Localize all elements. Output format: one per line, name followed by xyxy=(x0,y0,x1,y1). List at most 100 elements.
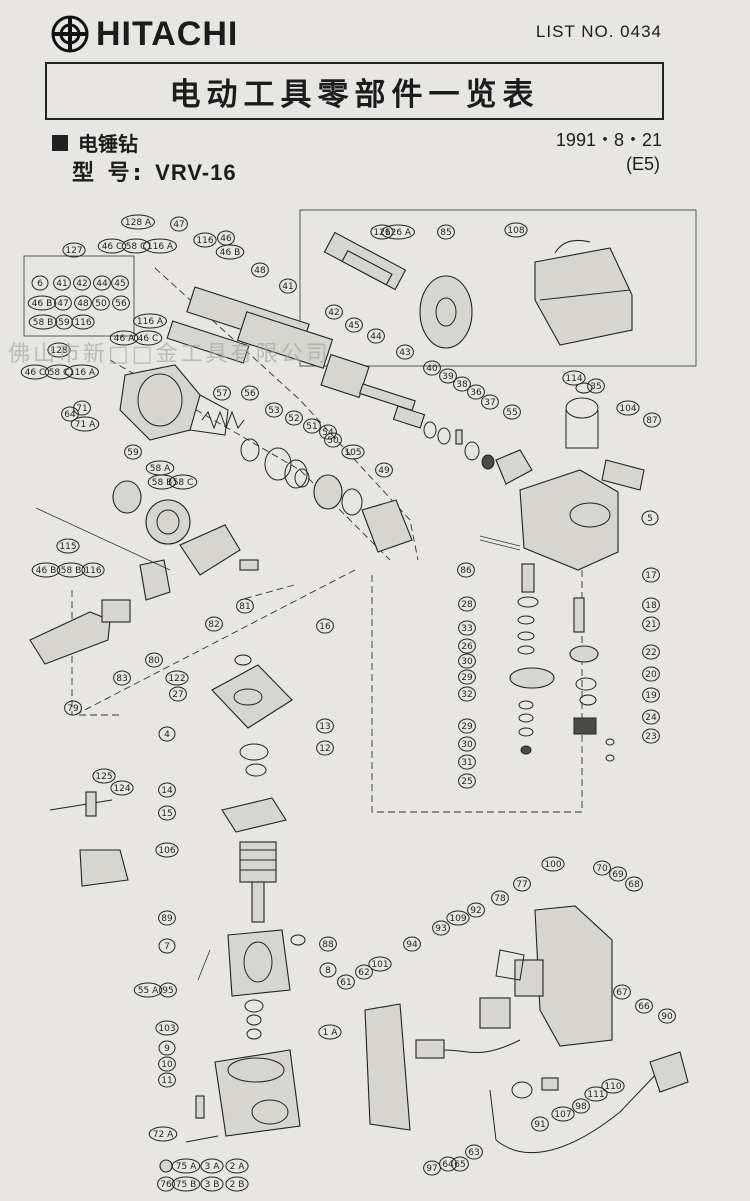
switch-wiring xyxy=(415,997,689,1154)
part-number-label: 63 xyxy=(468,1148,479,1158)
part-callout-circle xyxy=(169,686,187,702)
part-number-label: 2 A xyxy=(230,1162,246,1172)
part-number-label: 37 xyxy=(484,398,495,408)
part-callout-circle xyxy=(143,238,177,254)
part-callout-circle xyxy=(458,773,476,789)
part-number-label: 75 A xyxy=(176,1162,197,1172)
part-number-label: 33 xyxy=(461,624,472,634)
part-callout-circle xyxy=(642,687,660,703)
part-callout-circle xyxy=(27,295,57,311)
part-number-label: 87 xyxy=(646,416,657,426)
part-callout-circle xyxy=(593,860,611,876)
part-number-label: 26 xyxy=(461,642,473,652)
part-number-label: 93 xyxy=(435,924,446,934)
part-callout-circle xyxy=(345,317,363,333)
part-callout-circle xyxy=(467,902,485,918)
grinding-wheel xyxy=(419,275,473,349)
part-number-label: 94 xyxy=(406,940,418,950)
part-number-label: 1 A xyxy=(323,1028,339,1038)
handle-cover xyxy=(364,1003,411,1131)
part-number-label: 85 xyxy=(440,228,451,238)
part-callout-circle xyxy=(251,262,269,278)
part-number-label: 25 xyxy=(461,777,472,787)
part-number-label: 48 xyxy=(254,266,266,276)
accessory-box xyxy=(299,209,697,367)
part-number-label: 58 B xyxy=(33,318,54,328)
part-number-label: 109 xyxy=(449,914,466,924)
part-callout-circle xyxy=(642,597,660,613)
part-number-label: 19 xyxy=(645,691,657,701)
part-number-label: 47 xyxy=(57,299,68,309)
part-callout-circle xyxy=(642,728,660,744)
part-number-label: 58 B xyxy=(61,566,82,576)
part-callout-circle xyxy=(111,275,129,291)
part-number-label: 103 xyxy=(158,1024,175,1034)
part-number-label: 53 xyxy=(268,406,279,416)
part-number-label: 54 xyxy=(322,428,334,438)
part-callout-circle xyxy=(316,618,334,634)
part-number-label: 59 xyxy=(127,448,139,458)
part-number-label: 14 xyxy=(161,786,173,796)
part-number-label: 61 xyxy=(340,978,351,988)
part-callout-circle xyxy=(467,384,485,400)
part-callout-circle xyxy=(62,242,86,258)
part-number-label: 46 C xyxy=(102,242,123,252)
part-callout-circle xyxy=(158,782,176,798)
category-line: 电锤钻 xyxy=(52,128,138,157)
drill-bit-shank xyxy=(323,231,407,291)
part-callout-circle xyxy=(375,462,393,478)
part-number-label: 68 xyxy=(628,880,640,890)
part-callout-circle xyxy=(171,1176,201,1192)
page-title: 电动工具零部件一览表 xyxy=(45,62,664,120)
part-callout-circle xyxy=(265,402,283,418)
part-number-label: 6 xyxy=(37,279,43,289)
part-callout-circle xyxy=(31,562,61,578)
part-number-label: 127 xyxy=(65,246,82,256)
part-number-label: 116 xyxy=(196,236,213,246)
part-number-label: 43 xyxy=(399,348,410,358)
part-callout-circle xyxy=(28,314,58,330)
brand-header: HITACHI xyxy=(50,14,238,54)
part-number-label: 97 xyxy=(426,1164,437,1174)
part-number-label: 21 xyxy=(645,620,656,630)
part-callout-circle xyxy=(168,474,198,490)
part-number-label: 95 xyxy=(162,986,173,996)
part-callout-circle xyxy=(381,224,415,240)
part-callout-circle xyxy=(609,866,627,882)
part-callout-circle xyxy=(110,780,134,796)
part-callout-circle xyxy=(423,1160,441,1176)
part-callout-circle xyxy=(642,644,660,660)
part-callout-circle xyxy=(145,652,163,668)
seal-rings xyxy=(264,447,413,553)
square-bullet-icon xyxy=(52,134,68,151)
part-callout-circle xyxy=(121,214,155,230)
part-callout-circle xyxy=(355,964,373,980)
part-callout-circle xyxy=(458,754,476,770)
part-number-label: 116 A xyxy=(137,317,164,327)
part-number-label: 116 A xyxy=(69,368,96,378)
part-number-label: 46 A xyxy=(114,334,135,344)
part-callout-circle xyxy=(133,330,163,346)
part-number-label: 38 xyxy=(456,380,468,390)
part-callout-circle xyxy=(56,562,86,578)
part-callout-circle xyxy=(53,275,71,291)
part-number-label: 78 xyxy=(494,894,506,904)
part-callout-circle xyxy=(513,876,531,892)
part-number-label: 90 xyxy=(661,1012,673,1022)
guide-line xyxy=(74,569,356,716)
part-number-label: 30 xyxy=(461,740,473,750)
part-callout-circle xyxy=(318,1024,342,1040)
part-callout-circle xyxy=(133,313,167,329)
part-callout-circle xyxy=(432,920,450,936)
part-callout-circle xyxy=(158,1056,176,1072)
part-number-label: 46 C xyxy=(25,368,46,378)
part-number-label: 46 C xyxy=(138,334,159,344)
part-callout-circle xyxy=(200,1176,224,1192)
part-number-label: 46 B xyxy=(220,248,241,258)
lock-ring xyxy=(112,480,191,545)
gear-housing xyxy=(519,382,645,571)
part-number-label: 13 xyxy=(319,722,330,732)
part-number-label: 47 xyxy=(173,220,184,230)
part-number-label: 20 xyxy=(645,670,657,680)
part-number-label: 71 A xyxy=(75,420,96,430)
